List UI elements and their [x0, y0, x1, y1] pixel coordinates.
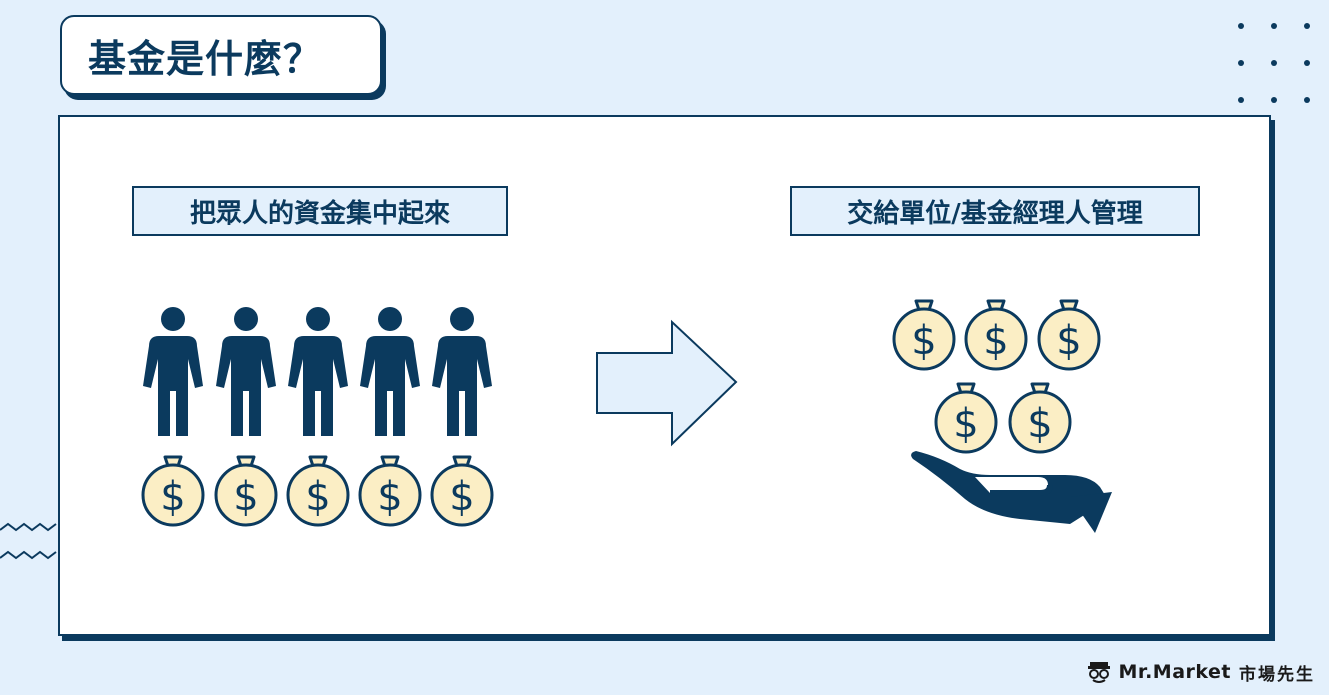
money-bag-icon — [934, 382, 998, 454]
money-bag-icon — [430, 455, 494, 527]
illustration: $ — [141, 299, 1112, 533]
money-bag-icon — [1037, 299, 1101, 371]
money-bags-right — [892, 299, 1101, 454]
money-bag-icon — [892, 299, 956, 371]
person-icon — [216, 307, 276, 436]
money-bag-icon — [964, 299, 1028, 371]
page-title-text: 基金是什麼？ — [88, 36, 323, 81]
dot-grid-decoration — [1238, 23, 1310, 103]
brand-chinese-name: 市場先生 — [1239, 664, 1315, 685]
page-title: 基金是什麼？ — [60, 15, 382, 95]
money-bag-icon — [214, 455, 278, 527]
money-bag-icon — [358, 455, 422, 527]
person-icon — [360, 307, 420, 436]
money-bag-icon — [141, 455, 205, 527]
fund-manager-label: 交給單位/基金經理人管理 — [790, 186, 1200, 236]
mr-market-logo-icon — [1087, 662, 1110, 683]
zigzag-decoration — [0, 522, 57, 560]
person-icon — [288, 307, 348, 436]
main-panel: 把眾人的資金集中起來 交給單位/基金經理人管理 $ — [58, 115, 1271, 636]
money-bag-icon — [1008, 382, 1072, 454]
money-bag-icon — [286, 455, 350, 527]
right-arrow-icon — [596, 319, 738, 447]
collect-funds-text: 把眾人的資金集中起來 — [189, 198, 450, 229]
brand-name: Mr.Market — [1118, 661, 1231, 683]
money-bags-left — [141, 455, 494, 527]
people-group — [143, 307, 492, 436]
fund-manager-text: 交給單位/基金經理人管理 — [847, 198, 1143, 229]
collect-funds-label: 把眾人的資金集中起來 — [132, 186, 508, 236]
person-icon — [143, 307, 203, 436]
person-icon — [432, 307, 492, 436]
brand-footer: Mr.Market 市場先生 — [1087, 657, 1315, 687]
open-hand-icon — [911, 451, 1112, 533]
